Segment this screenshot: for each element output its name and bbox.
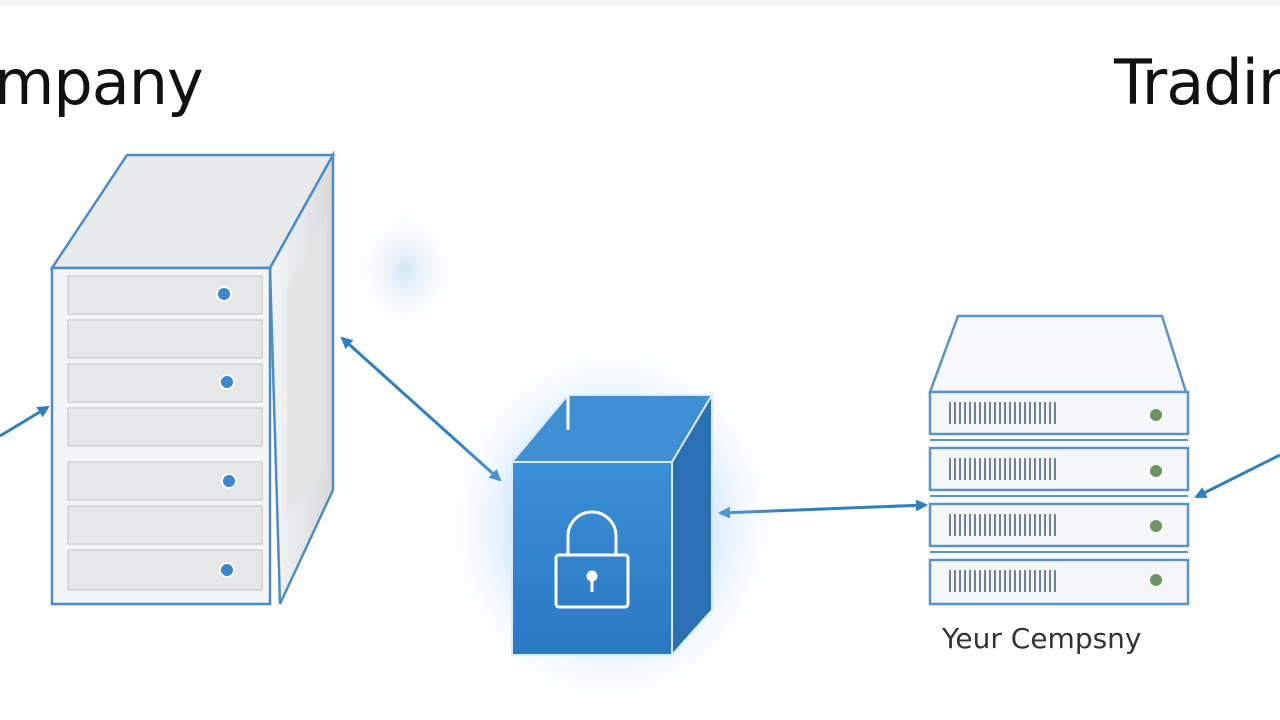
- right-rack-server-icon: [928, 314, 1190, 606]
- rack-unit: [928, 558, 1190, 606]
- top-border: [0, 0, 1280, 6]
- arrow-into-right-server: [1194, 453, 1280, 499]
- left-company-label: mpany: [0, 46, 204, 119]
- left-server-tower-icon: [49, 150, 336, 606]
- server-caption: Yeur Cempsny: [942, 622, 1142, 655]
- cloud-texture: [350, 202, 460, 338]
- right-trading-label: Tradir: [1114, 46, 1280, 119]
- rack-unit: [928, 446, 1190, 497]
- rack-unit: [928, 390, 1190, 441]
- padlock-icon: [554, 510, 630, 609]
- rack-unit: [928, 502, 1190, 553]
- secure-vault-icon: [437, 335, 787, 715]
- arrow-into-left-server: [0, 405, 50, 438]
